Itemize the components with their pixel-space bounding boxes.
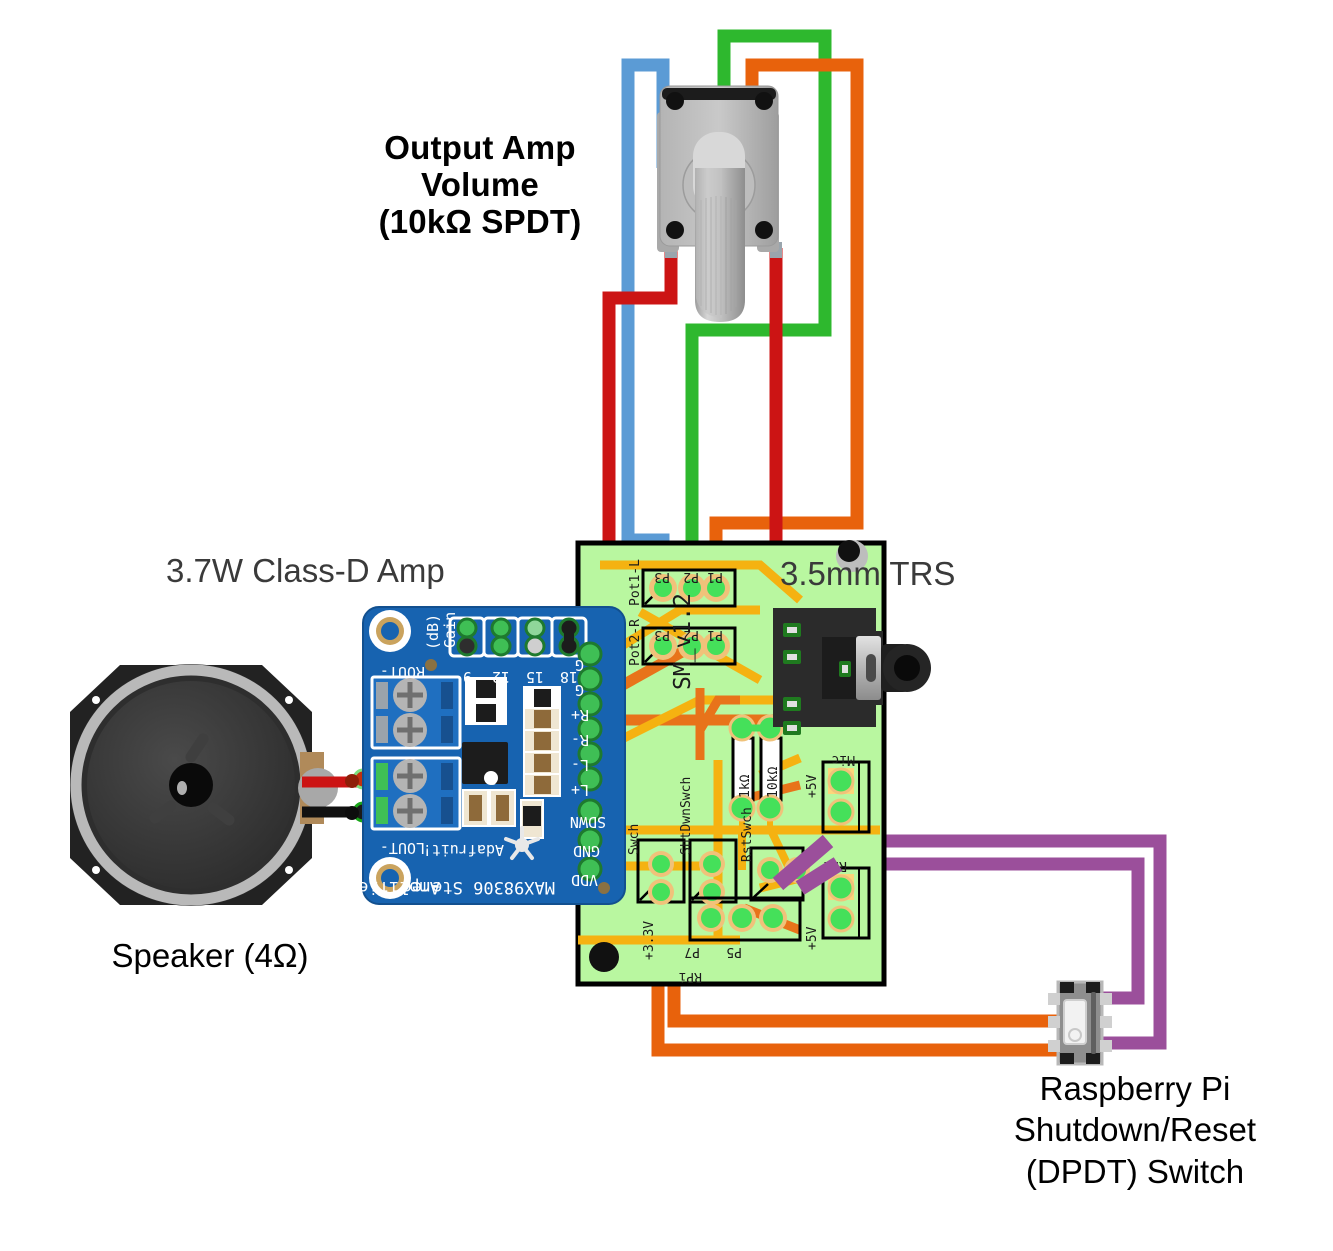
speaker (70, 664, 338, 906)
silk-product2: Amplifier (348, 877, 440, 897)
silk-pot1-p1: P1 (707, 569, 723, 584)
silk-5v-bot: +5V (805, 926, 820, 950)
silk-3v3: +3.3V (642, 921, 657, 960)
silk-pot2: Pot2-R (628, 619, 643, 666)
silk-pin-lm: L- (571, 756, 589, 774)
silk-pot2-p3: P3 (654, 627, 670, 642)
silk-gain-9: 9 (463, 668, 472, 686)
pcb-header-pot2 (641, 626, 737, 666)
silk-gain-18: 18 (560, 668, 578, 686)
silk-lout: LOUT- (380, 839, 425, 857)
label-class-d-amp: 3.7W Class-D Amp (166, 552, 445, 589)
pcb-header-pot1 (641, 568, 737, 608)
dpdt-switch[interactable] (1048, 980, 1112, 1066)
silk-pot2-p1: P1 (707, 627, 723, 642)
silk-p7: P7 (684, 944, 700, 959)
silk-pin-g2: G (575, 681, 584, 699)
silk-gain-12: 12 (492, 668, 510, 686)
silk-mic: Mic (832, 752, 855, 767)
speaker-mount-holes (92, 696, 293, 874)
silk-pin-rp: R+ (571, 706, 589, 724)
wire-pot-green (685, 29, 832, 586)
silk-board-name: SM_v1.2 (670, 593, 696, 690)
wire-switch-purple-lower (838, 857, 1145, 1005)
silk-pin-sdwn: SDWN (570, 813, 606, 831)
amp-board-max98306: Gain (dB) 9 12 15 18 G G R+ R- L- L+ SDW… (348, 606, 626, 905)
pcb-resistors (728, 714, 784, 822)
trs-jack (773, 608, 931, 735)
silk-pot2-p2: P2 (683, 627, 699, 642)
silk-shtdwn: ShtDwnSwch (679, 777, 694, 855)
silk-gain: Gain (441, 612, 459, 648)
pcb-connector-rpi (821, 866, 871, 940)
silk-pin-rm: R- (571, 731, 589, 749)
amp-terminal-rout[interactable] (370, 675, 462, 750)
pcb-sm-v12: Pot1-L Pot2-R P3 P2 P1 P3 P2 P1 SM_v1.2 … (575, 540, 887, 987)
silk-r1: 1kΩ (738, 774, 753, 798)
silk-gain-15: 15 (526, 668, 544, 686)
silk-adafruit: Adafruit! (423, 841, 504, 859)
silk-rstswch: RstSwch (740, 807, 755, 862)
amp-gain-jumpers (448, 616, 588, 658)
amp-pin-header (577, 641, 603, 882)
silk-pot1-p3: P3 (654, 569, 670, 584)
silk-gain-db: (dB) (424, 614, 442, 650)
amp-passives (462, 677, 561, 839)
potentiometer[interactable] (657, 85, 782, 322)
wire-purple-pcb-diag-upper (772, 834, 834, 891)
wire-pot-orange (709, 58, 864, 586)
silk-rout: ROUT- (380, 663, 425, 681)
silk-pin-g1: G (575, 656, 584, 674)
pcb-connector-mic (821, 760, 871, 834)
pcb-silkscreen: Pot1-L Pot2-R P3 P2 P1 P3 P2 P1 SM_v1.2 … (627, 559, 855, 984)
wire-switch-purple-upper (828, 834, 1167, 1050)
amp-silkscreen: Gain (dB) 9 12 15 18 G G R+ R- L- L+ SDW… (348, 612, 606, 897)
silk-product: MAX98306 Stereo (401, 877, 555, 897)
silk-rpi: RPi (679, 969, 702, 984)
label-speaker: Speaker (4Ω) (111, 937, 309, 974)
silk-r2: 10kΩ (766, 767, 781, 798)
silk-mic-minus: - (806, 769, 815, 787)
label-output-amp-volume: Output Amp Volume (10kΩ SPDT) (378, 129, 582, 240)
silk-pin-lp: L+ (571, 781, 589, 799)
label-trs-jack: 3.5mm TRS (780, 555, 956, 592)
wire-purple-pcb-diag-lower (795, 857, 843, 895)
pcb-hole-bl (589, 942, 619, 972)
silk-5v-top: +5V (805, 774, 820, 798)
silk-pot1-p2: P2 (683, 569, 699, 584)
silk-pin-vdd: VDD (571, 871, 598, 889)
adafruit-logo-icon (504, 826, 540, 860)
amp-terminal-lout[interactable] (370, 756, 462, 831)
pcb-hole-tr-inner (838, 540, 860, 562)
label-rpi-shutdown-reset-switch: Raspberry Pi Shutdown/Reset (DPDT) Switc… (1013, 1070, 1257, 1190)
silk-swch: Swch (627, 824, 642, 855)
trs-pads (783, 623, 851, 735)
silk-pin-gnd: GND (573, 842, 600, 860)
speaker-leads (302, 768, 374, 823)
silk-pot1: Pot1-L (628, 559, 643, 606)
wire-layer-front (772, 834, 843, 895)
silk-p5: P5 (726, 944, 742, 959)
